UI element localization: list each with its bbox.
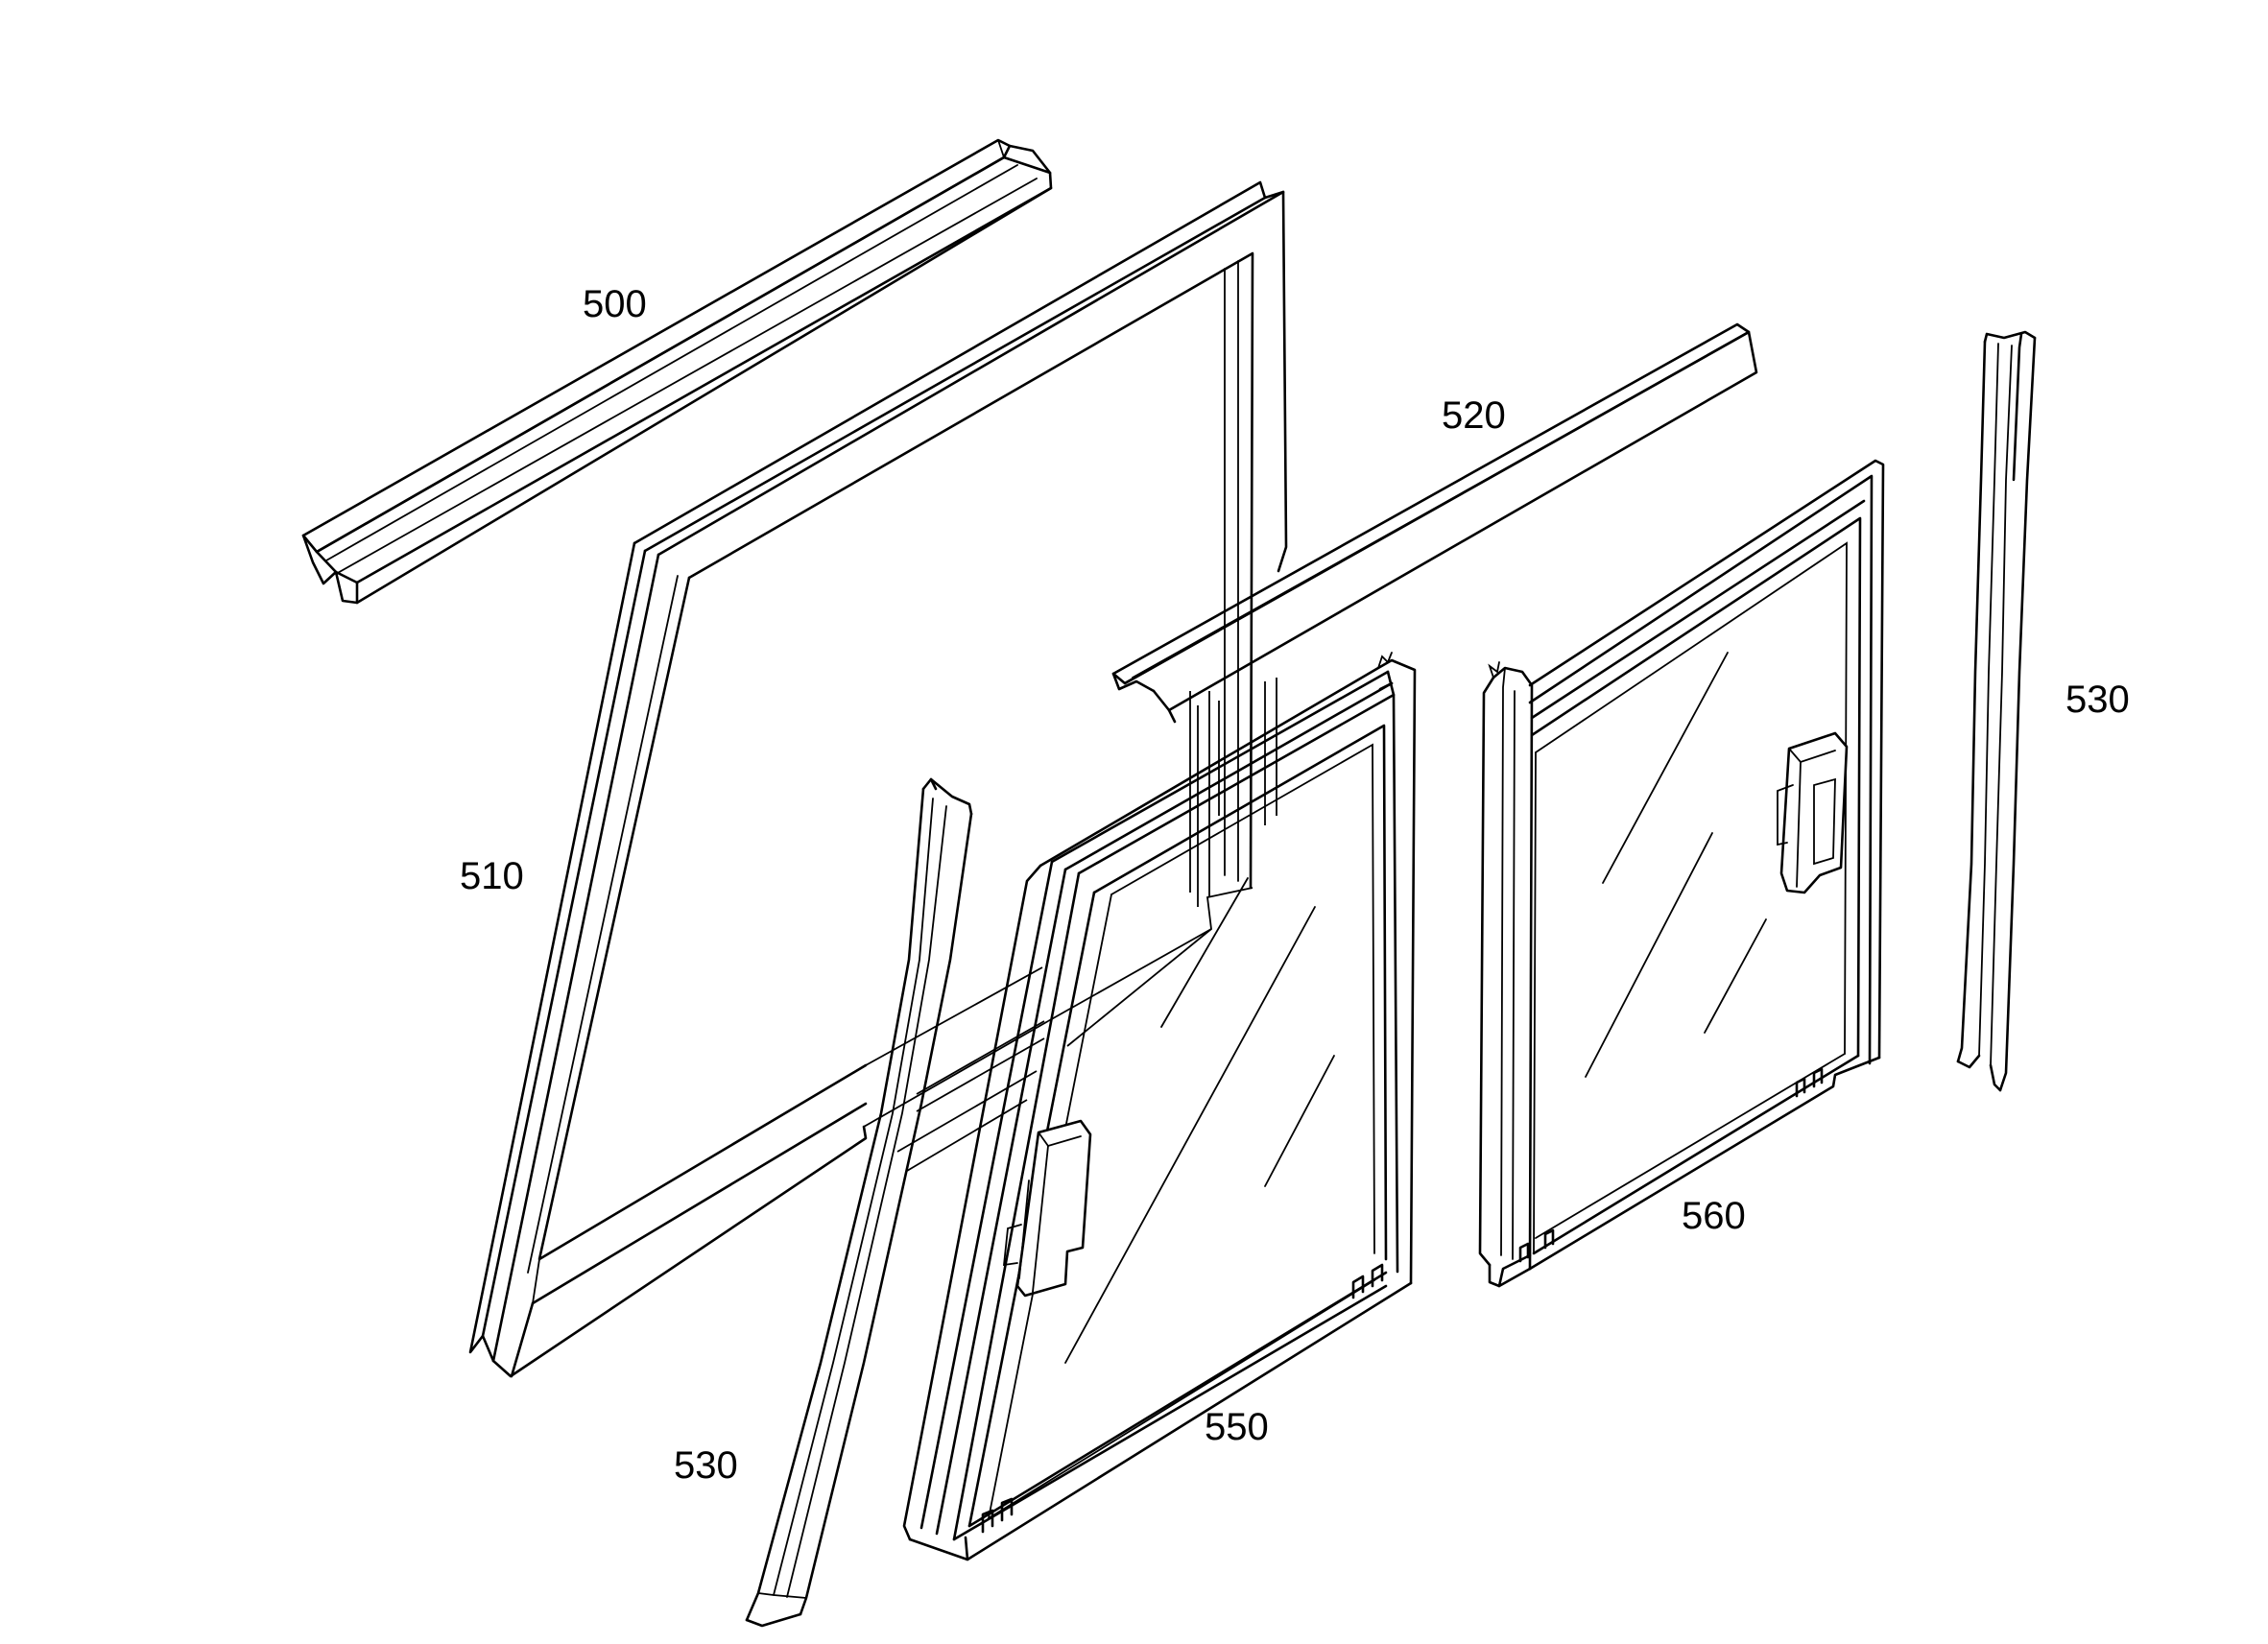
- label-530-right: 530: [2065, 679, 2130, 721]
- label-550: 550: [1205, 1406, 1269, 1448]
- lower-rail-520: [1111, 322, 1758, 724]
- label-530-left: 530: [674, 1444, 738, 1487]
- outer-frame-510: [468, 180, 1288, 1378]
- label-560: 560: [1682, 1195, 1746, 1237]
- label-520: 520: [1442, 394, 1506, 437]
- right-seal-530: [1956, 330, 2037, 1092]
- label-500: 500: [583, 283, 647, 325]
- second-sash-560: [1478, 459, 1885, 1288]
- left-seal-530: [745, 777, 973, 1628]
- first-sash-550: [902, 652, 1417, 1561]
- label-510: 510: [460, 855, 524, 897]
- upper-rail-500: [301, 138, 1053, 605]
